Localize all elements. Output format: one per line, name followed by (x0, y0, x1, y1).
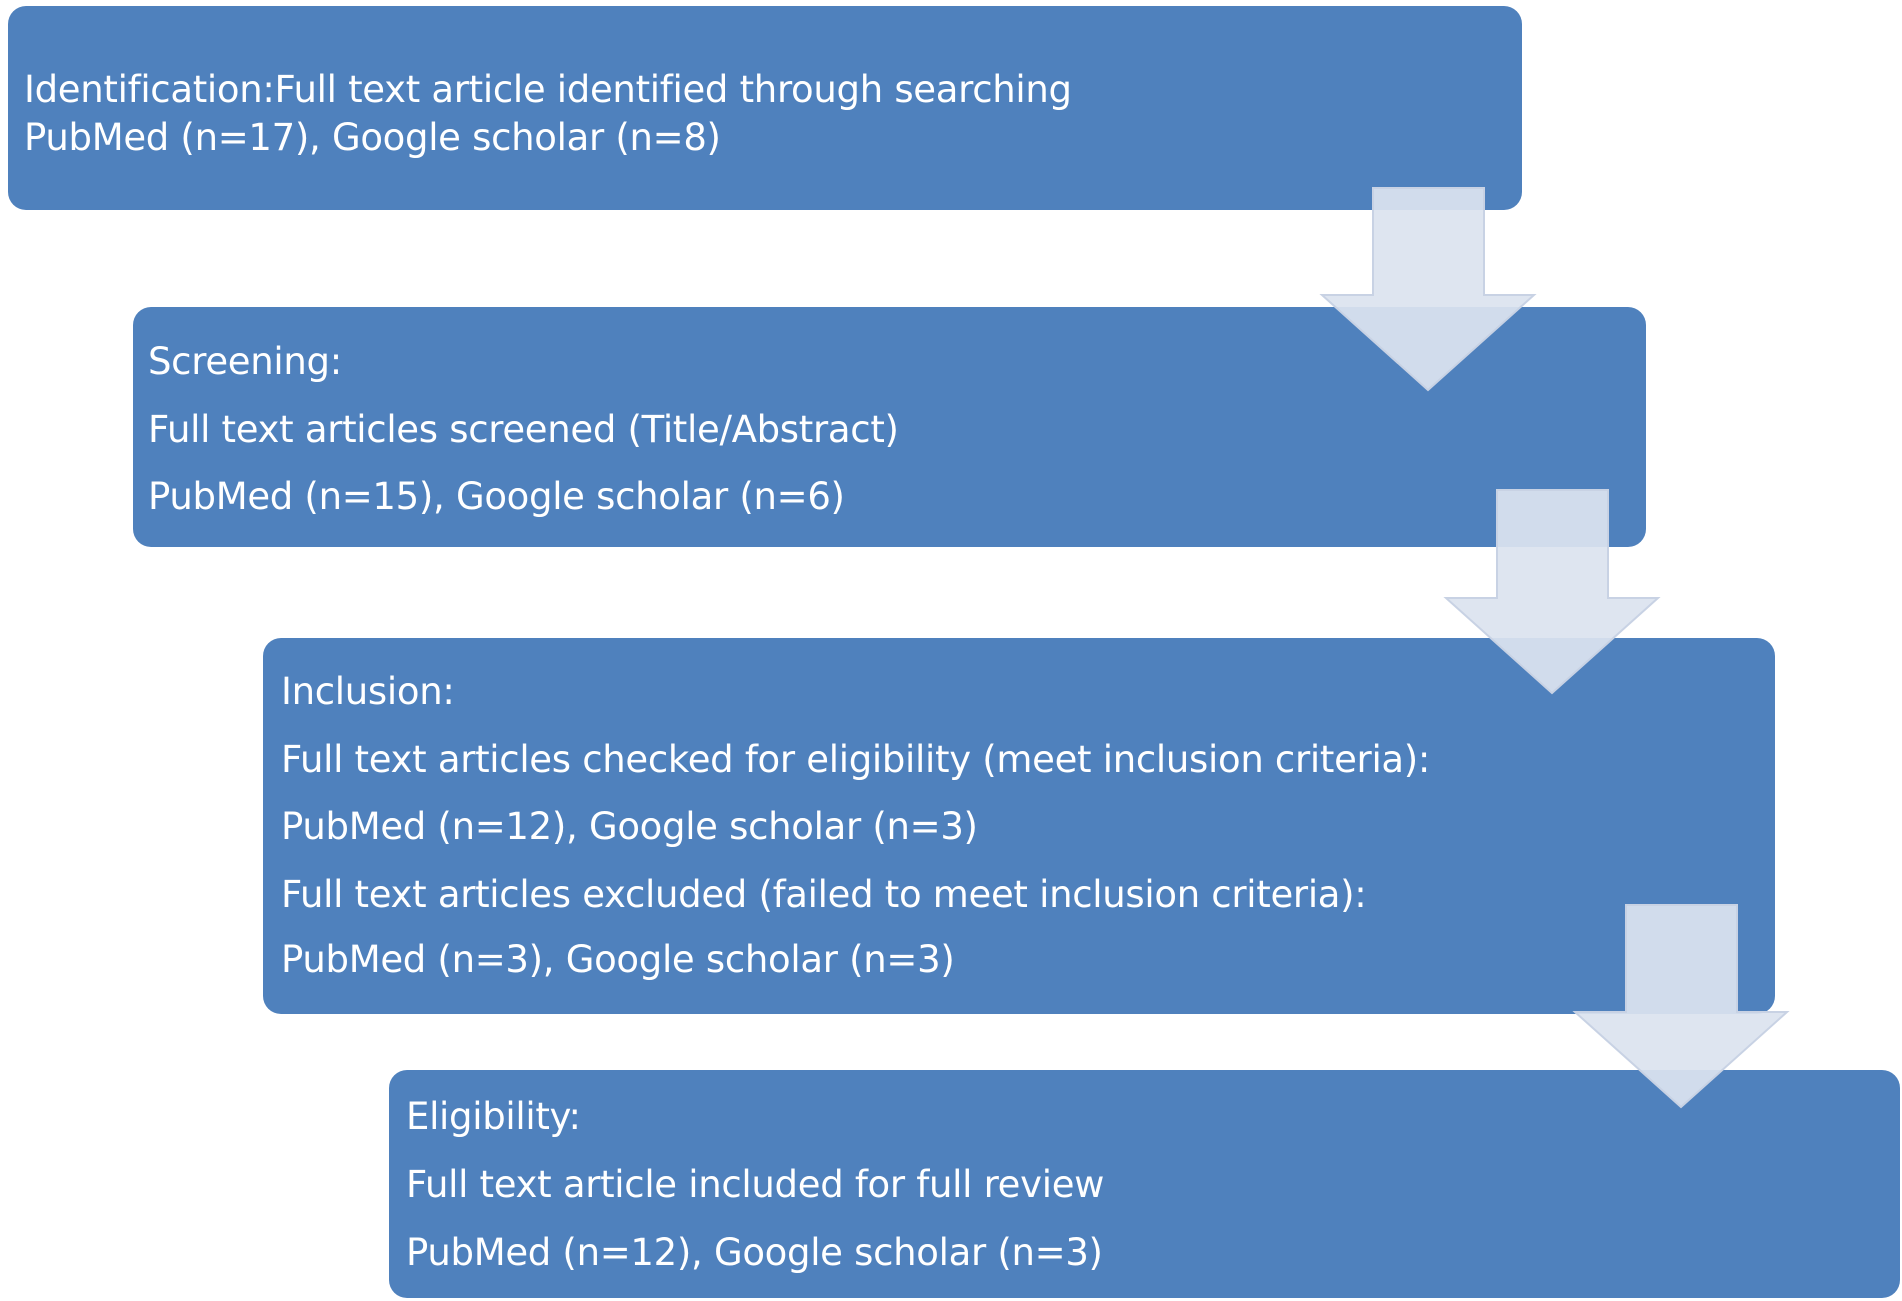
inclusion-line-2: Full text articles checked for eligibili… (281, 738, 1431, 781)
identification-line-1: Identification:Full text article identif… (24, 68, 1072, 111)
screening-line-2: Full text articles screened (Title/Abstr… (148, 408, 899, 451)
inclusion-line-4: Full text articles excluded (failed to m… (281, 873, 1367, 916)
identification-box: Identification:Full text article identif… (8, 6, 1522, 210)
inclusion-box: Inclusion: Full text articles checked fo… (263, 638, 1775, 1014)
screening-box: Screening: Full text articles screened (… (133, 307, 1646, 547)
identification-line-2: PubMed (n=17), Google scholar (n=8) (24, 116, 721, 159)
inclusion-line-5: PubMed (n=3), Google scholar (n=3) (281, 938, 955, 981)
eligibility-line-2: Full text article included for full revi… (406, 1163, 1105, 1206)
screening-line-1: Screening: (148, 340, 342, 383)
inclusion-line-3: PubMed (n=12), Google scholar (n=3) (281, 805, 978, 848)
eligibility-line-1: Eligibility: (406, 1095, 581, 1138)
eligibility-line-3: PubMed (n=12), Google scholar (n=3) (406, 1231, 1103, 1274)
screening-line-3: PubMed (n=15), Google scholar (n=6) (148, 475, 845, 518)
eligibility-box: Eligibility: Full text article included … (389, 1070, 1900, 1298)
inclusion-line-1: Inclusion: (281, 670, 455, 713)
